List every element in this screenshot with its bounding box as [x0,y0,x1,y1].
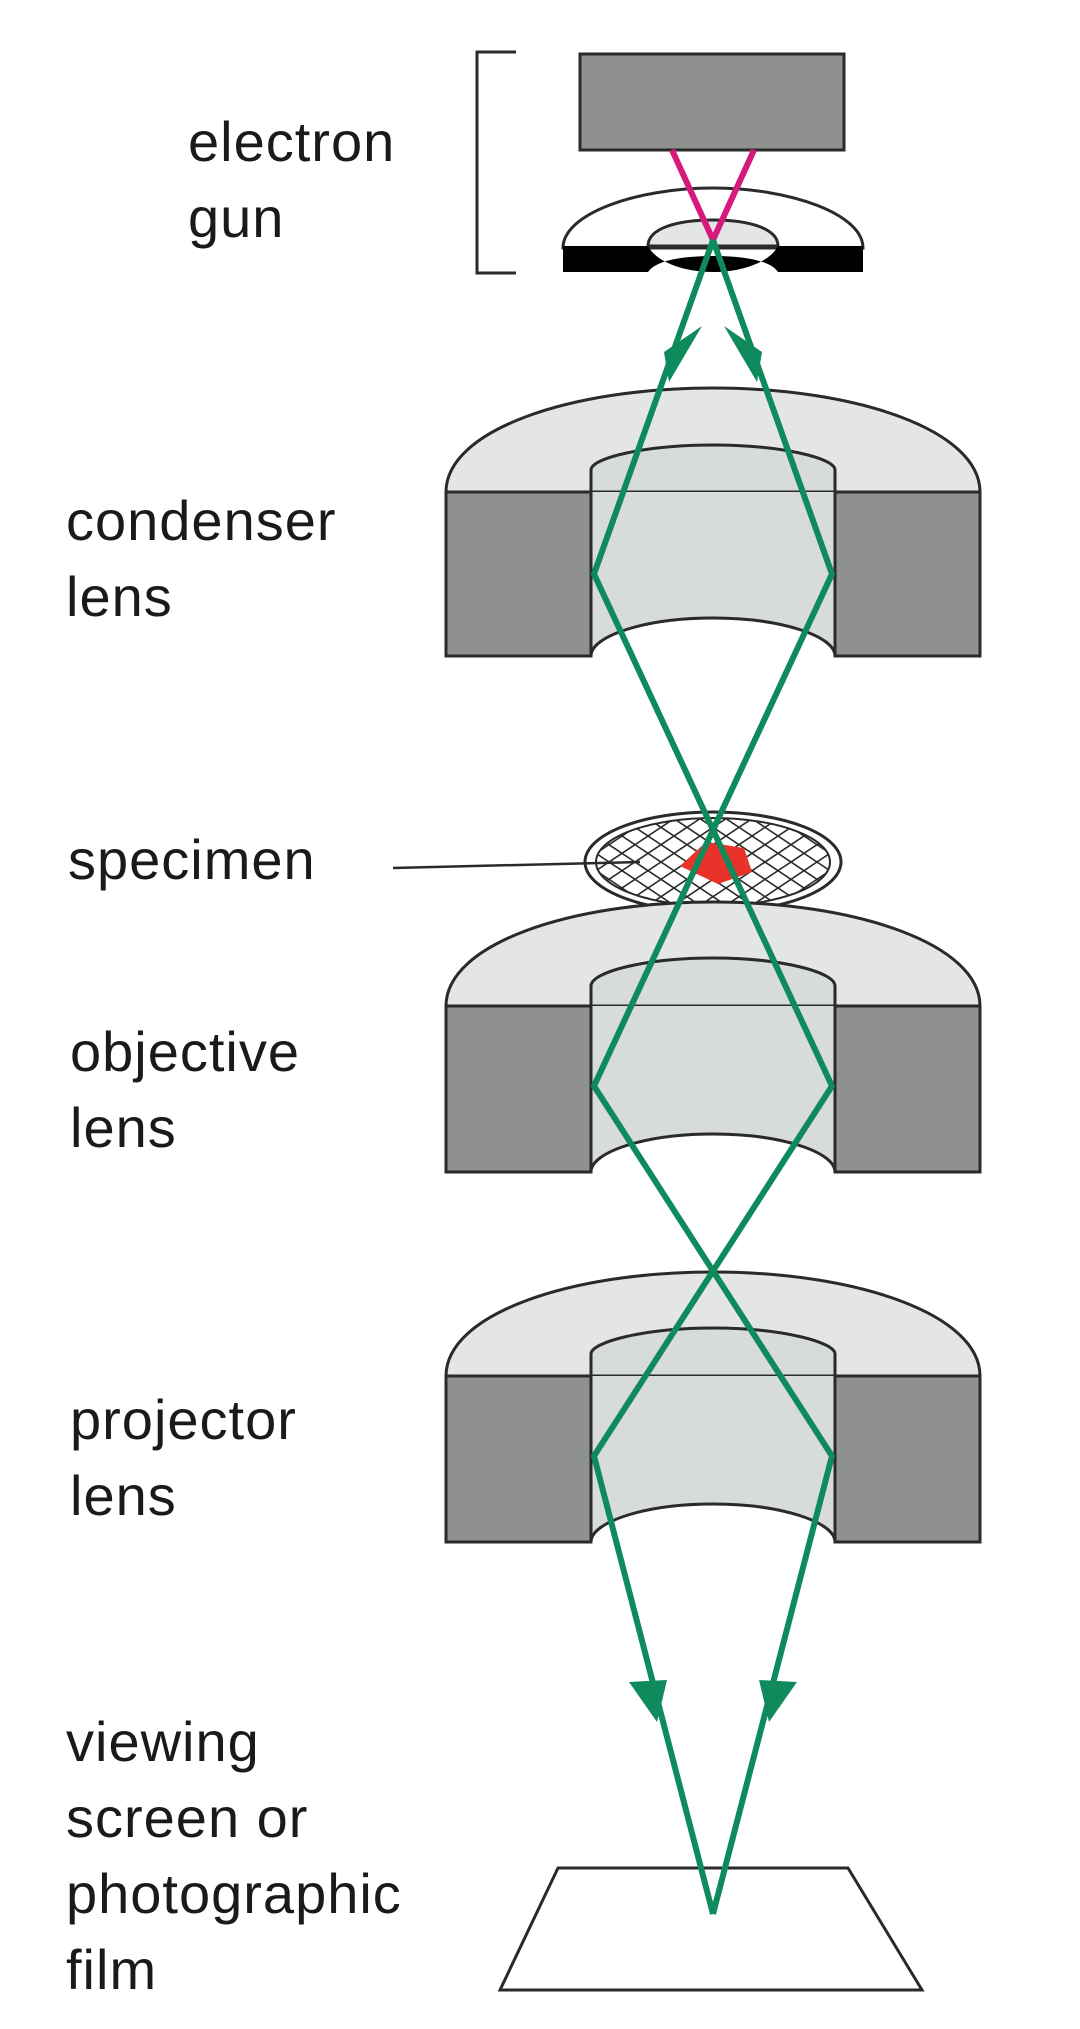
specimen-mesh-line [831,802,1011,922]
condenser-lens-inner [589,492,837,657]
specimen-mesh-line [831,802,1011,922]
label-projector-lens: projector lens [70,1382,297,1534]
label-line: objective [70,1020,301,1083]
projector-lens-inner [589,1376,837,1543]
label-line: electron [188,110,396,173]
electron-beam [591,238,835,1915]
specimen-mesh-line [363,802,543,922]
label-line: lens [70,1464,177,1527]
viewing-screen [497,1866,925,1992]
label-line: screen or [66,1786,309,1849]
specimen-mesh-line [389,802,569,922]
specimen-mesh-line [389,802,569,922]
objective-lens-left [444,1004,593,1174]
gun-anode-base [563,246,863,272]
beam-arrow-icon [664,326,702,382]
label-line: lens [70,1096,177,1159]
objective-lens-bore [589,956,837,1008]
specimen-mesh-line [363,802,543,922]
specimen-mesh-line [857,802,1037,922]
label-line: photographic [66,1862,402,1925]
label-line: projector [70,1388,297,1451]
condenser-lens [444,386,982,658]
label-line: gun [188,186,285,249]
label-line: lens [66,565,173,628]
specimen-mesh-line [415,802,595,922]
label-objective-lens: objective lens [70,1014,300,1166]
beam-path-left [591,238,835,1915]
condenser-lens-right [833,490,982,658]
beam-arrow-icon [629,1680,667,1722]
label-specimen: specimen [68,822,316,898]
specimen-mesh-line [857,802,1037,922]
electron-gun [475,50,865,275]
gun-cathode [578,52,846,152]
label-electron-gun: electron gun [188,104,395,256]
beam-arrow-icon [724,326,762,382]
gun-bracket [475,50,516,275]
specimen-mesh-line [883,802,1063,922]
objective-lens-top [444,900,982,1008]
beam-arrows [629,326,797,1722]
projector-lens [444,1270,982,1544]
label-line: viewing [66,1710,260,1773]
condenser-lens-left [444,490,593,658]
projector-lens-left [444,1374,593,1544]
label-line: film [66,1938,158,2001]
condenser-lens-bore [589,443,837,494]
objective-lens-right [833,1004,982,1174]
specimen-leader-line [392,860,641,870]
projector-lens-bore [589,1326,837,1378]
specimen-mesh-line [415,802,595,922]
label-viewing-screen: viewing screen or photographic film [66,1704,402,2008]
objective-lens [444,900,982,1174]
label-condenser-lens: condenser lens [66,483,337,635]
projector-lens-right [833,1374,982,1544]
gun-anode-top [561,186,865,250]
label-line: specimen [68,828,316,891]
beam-arrow-icon [759,1680,797,1722]
specimen-mesh-line [883,802,1063,922]
beam-path-right [591,238,835,1915]
objective-lens-inner [589,1006,837,1173]
condenser-lens-top [444,386,982,494]
label-line: condenser [66,489,337,552]
